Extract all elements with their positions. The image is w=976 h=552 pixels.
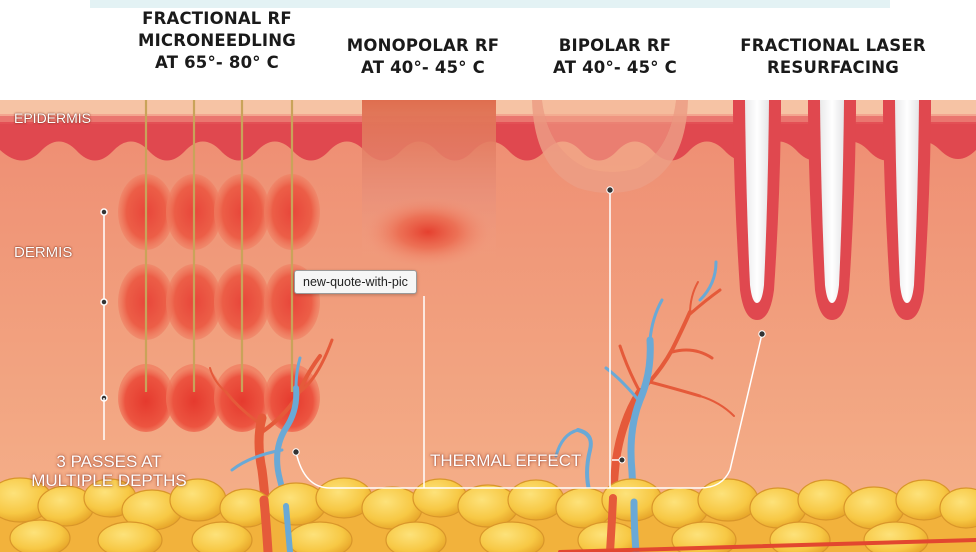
image-tooltip: new-quote-with-pic: [294, 270, 417, 294]
monopolar-heat-zone: [362, 196, 494, 268]
laser-channels: [733, 100, 931, 320]
microneedle-zones: [118, 174, 320, 432]
title-line: MICRONEEDLING: [122, 30, 312, 52]
title-fractional-rf: FRACTIONAL RF MICRONEEDLING AT 65°- 80° …: [122, 8, 312, 74]
title-line: AT 65°- 80° C: [122, 52, 312, 74]
title-line: AT 40°- 45° C: [338, 57, 508, 79]
title-line: BIPOLAR RF: [540, 35, 690, 57]
title-bipolar-rf: BIPOLAR RF AT 40°- 45° C: [540, 35, 690, 79]
title-line: RESURFACING: [722, 57, 944, 79]
title-line: AT 40°- 45° C: [540, 57, 690, 79]
title-line: FRACTIONAL LASER: [722, 35, 944, 57]
callout-line: MULTIPLE DEPTHS: [6, 471, 212, 490]
title-line: FRACTIONAL RF: [122, 8, 312, 30]
title-line: MONOPOLAR RF: [338, 35, 508, 57]
epidermis-label: EPIDERMIS: [14, 110, 91, 126]
passes-callout: 3 PASSES AT MULTIPLE DEPTHS: [6, 452, 212, 490]
dermis-label: DERMIS: [14, 244, 72, 261]
thermal-effect-callout: THERMAL EFFECT: [430, 451, 581, 470]
title-monopolar-rf: MONOPOLAR RF AT 40°- 45° C: [338, 35, 508, 79]
callout-line: 3 PASSES AT: [6, 452, 212, 471]
title-fractional-laser: FRACTIONAL LASER RESURFACING: [722, 35, 944, 79]
